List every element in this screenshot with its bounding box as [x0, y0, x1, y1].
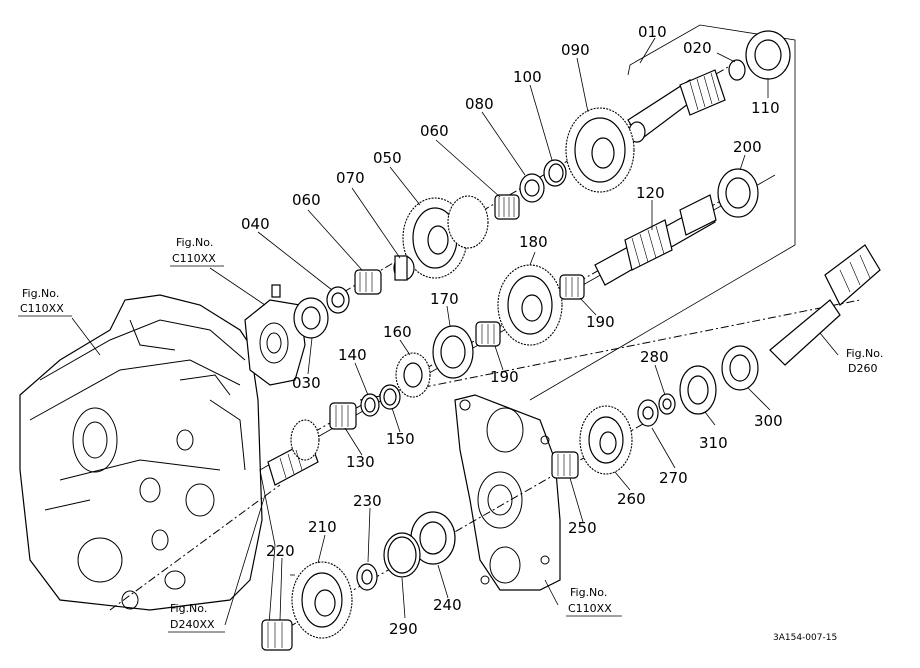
part-label: 190: [490, 368, 519, 386]
part-label: 080: [465, 95, 494, 113]
group-outline-top: [529, 24, 796, 401]
part-label: 050: [373, 149, 402, 167]
bearing-300: [721, 345, 759, 391]
part-label: 160: [383, 323, 412, 341]
gear-090: [565, 107, 635, 193]
part-label: 180: [519, 233, 548, 251]
leader-lines: [71, 37, 839, 626]
bearing-170: [432, 325, 474, 379]
washer-230: [356, 563, 378, 591]
snap-ring-290: [383, 532, 421, 578]
centerline-case: [109, 484, 281, 611]
shaft-120: [594, 194, 717, 286]
snap-ring-100: [543, 159, 567, 187]
washer-270: [637, 399, 659, 427]
centerline-output: [359, 299, 861, 401]
part-label: 190: [586, 313, 615, 331]
bearing-310: [679, 365, 717, 415]
needle-bearing-190-lower: [475, 321, 501, 347]
fig-ref-line1: Fig.No.: [846, 347, 883, 360]
snap-ring-150: [379, 384, 401, 410]
fig-ref-line1: Fig.No.: [170, 602, 207, 615]
part-labels: 010 020 110 090 100 080 060 050 070 060 …: [241, 23, 783, 638]
splined-shaft-end: [267, 419, 320, 486]
needle-bearing-220: [261, 619, 293, 651]
fig-ref-d260: Fig.No. D260: [846, 347, 883, 375]
bearing-020: [728, 59, 746, 81]
bearing-030: [293, 297, 329, 339]
part-label: 250: [568, 519, 597, 537]
fig-ref-line2: C110XX: [20, 302, 64, 315]
washer-280: [658, 393, 676, 415]
part-label: 200: [733, 138, 762, 156]
part-label: 210: [308, 518, 337, 536]
fig-ref-c110xx-plate: Fig.No. C110XX: [170, 236, 224, 267]
part-label: 170: [430, 290, 459, 308]
part-label: 240: [433, 596, 462, 614]
gear-160: [395, 352, 431, 398]
washer-080: [519, 173, 545, 203]
fig-ref-line2: C110XX: [568, 602, 612, 615]
fig-ref-line1: Fig.No.: [22, 287, 59, 300]
part-label: 150: [386, 430, 415, 448]
gear-050: [402, 195, 489, 279]
fig-ref-c110xx-case: Fig.No. C110XX: [18, 287, 72, 317]
part-label: 060: [292, 191, 321, 209]
fig-ref-d240xx: Fig.No. D240XX: [168, 602, 225, 633]
part-label: 140: [338, 346, 367, 364]
gear-210: [291, 561, 353, 639]
part-label: 060: [420, 122, 449, 140]
gear-180: [497, 264, 563, 346]
fig-ref-line2: D260: [848, 362, 877, 375]
part-label: 280: [640, 348, 669, 366]
part-label: 120: [636, 184, 665, 202]
fig-ref-line2: C110XX: [172, 252, 216, 265]
part-label: 270: [659, 469, 688, 487]
bearing-110: [745, 30, 791, 80]
input-shaft-010: [627, 69, 726, 143]
fig-ref-c110xx-cover: Fig.No. C110XX: [566, 586, 622, 617]
fig-ref-line2: D240XX: [170, 618, 215, 631]
part-label: 130: [346, 453, 375, 471]
drawing-code: 3A154-007-15: [773, 633, 837, 643]
collar-070: [393, 255, 415, 281]
gear-260: [579, 405, 633, 475]
transmission-case: [19, 294, 263, 611]
retainer-plate: [244, 284, 306, 386]
part-label: 010: [638, 23, 667, 41]
washer-040: [326, 286, 350, 314]
part-label: 220: [266, 542, 295, 560]
part-label: 300: [754, 412, 783, 430]
part-label: 290: [389, 620, 418, 638]
needle-bearing-190-upper: [559, 274, 585, 300]
part-label: 230: [353, 492, 382, 510]
bearing-200: [717, 168, 759, 218]
output-shaft: [769, 244, 881, 366]
part-label: 030: [292, 374, 321, 392]
fig-ref-line1: Fig.No.: [570, 586, 607, 599]
part-label: 070: [336, 169, 365, 187]
needle-bearing-130: [329, 402, 357, 430]
bearing-240: [410, 511, 456, 565]
part-label: 090: [561, 41, 590, 59]
part-label: 260: [617, 490, 646, 508]
snap-ring-140: [360, 393, 380, 417]
part-label: 020: [683, 39, 712, 57]
needle-bearing-060-lower: [354, 269, 382, 295]
part-label: 040: [241, 215, 270, 233]
part-label: 100: [513, 68, 542, 86]
part-label: 110: [751, 99, 780, 117]
part-label: 310: [699, 434, 728, 452]
needle-bearing-060-upper: [494, 194, 520, 220]
front-cover-plate: [454, 394, 561, 591]
fig-ref-line1: Fig.No.: [176, 236, 213, 249]
needle-bearing-250: [551, 451, 579, 479]
